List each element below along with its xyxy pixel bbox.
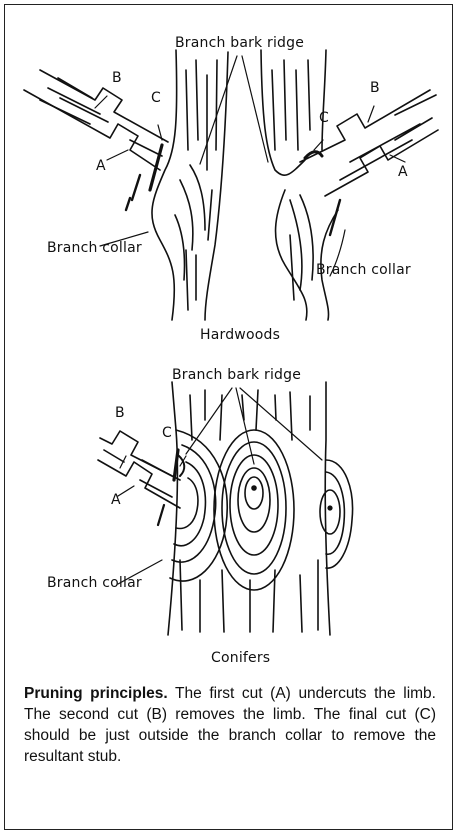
hardwoods-cut-b-right: B [370, 80, 380, 96]
conifers-diagram [98, 382, 353, 635]
hardwood-left-trunk [152, 50, 228, 320]
hardwoods-ridge-label: Branch bark ridge [175, 35, 304, 51]
conifer-trunk [168, 382, 330, 635]
conifers-cut-b: B [115, 405, 125, 421]
hardwoods-cut-c-left: C [151, 90, 161, 106]
caption-heading: Pruning principles. [24, 685, 168, 702]
hardwoods-title: Hardwoods [200, 327, 280, 343]
conifer-left-branch [98, 431, 184, 525]
conifers-cut-a: A [111, 492, 121, 508]
figure-caption: Pruning principles. The first cut (A) un… [24, 683, 436, 767]
conifers-ridge-label: Branch bark ridge [172, 367, 301, 383]
hardwood-right-trunk [261, 50, 338, 320]
conifers-collar: Branch collar [47, 575, 142, 591]
hardwood-left-branch [24, 70, 168, 210]
hardwoods-cut-a-right: A [398, 164, 408, 180]
conifer-center-stub [214, 430, 294, 590]
hardwoods-collar-left: Branch collar [47, 240, 142, 256]
hardwoods-collar-right: Branch collar [316, 262, 411, 278]
hardwoods-cut-a-left: A [96, 158, 106, 174]
conifers-cut-c: C [162, 425, 172, 441]
conifers-title: Conifers [211, 650, 270, 666]
hardwoods-cut-c-right: C [319, 110, 329, 126]
hardwoods-cut-b-left: B [112, 70, 122, 86]
